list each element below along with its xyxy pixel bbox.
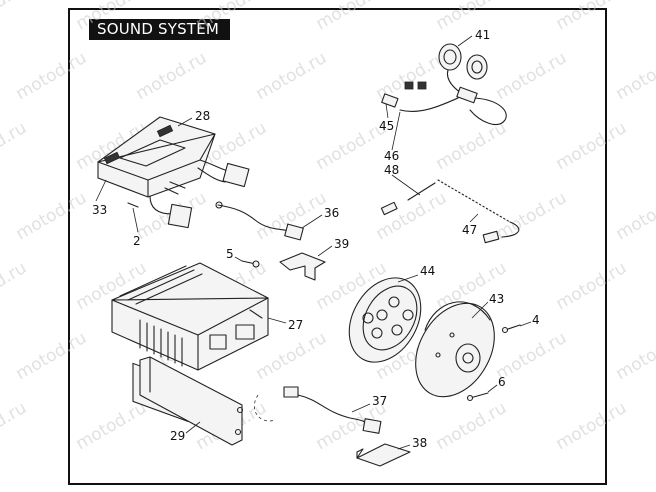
watermark-text: motod.ru	[73, 0, 151, 34]
callout-2: 2	[133, 234, 141, 248]
callout-39: 39	[334, 237, 349, 251]
watermark-text: motod.ru	[253, 48, 331, 104]
callout-41: 41	[475, 28, 490, 42]
callout-43: 43	[489, 292, 504, 306]
part-bracket-38	[356, 443, 411, 467]
callout-labels: 41 45 46 48 47 28 33 2 36 5 39 44 43 4 2…	[92, 28, 540, 450]
watermark-text: motod.ru	[433, 0, 511, 34]
watermark-text: motod.ru	[0, 398, 30, 454]
callout-28: 28	[195, 109, 210, 123]
part-screw-6	[466, 392, 489, 402]
callout-29: 29	[170, 429, 185, 443]
watermark-text: motod.ru	[13, 188, 91, 244]
watermark-text: motod.ru	[553, 258, 631, 314]
callout-33: 33	[92, 203, 107, 217]
part-screw-4	[501, 324, 521, 334]
callout-6: 6	[498, 375, 506, 389]
part-speaker	[348, 277, 422, 363]
callout-27: 27	[288, 318, 303, 332]
callout-44: 44	[420, 264, 435, 278]
watermark-text: motod.ru	[613, 188, 656, 244]
part-screw-5	[241, 260, 260, 268]
callout-38: 38	[412, 436, 427, 450]
callout-4: 4	[532, 313, 540, 327]
watermark-text: motod.ru	[613, 48, 656, 104]
watermark-text: motod.ru	[0, 0, 30, 34]
callout-5: 5	[226, 247, 234, 261]
callout-36: 36	[324, 206, 339, 220]
part-antenna-cable	[215, 201, 304, 241]
part-clip-39	[279, 252, 326, 281]
watermark-text: motod.ru	[553, 118, 631, 174]
watermark-text: motod.ru	[0, 118, 30, 174]
leader-lines	[95, 35, 532, 450]
watermark-text: motod.ru	[553, 0, 631, 34]
watermark-text: motod.ru	[553, 398, 631, 454]
watermark-text: motod.ru	[0, 258, 30, 314]
watermark-text: motod.ru	[493, 48, 571, 104]
watermark-text: motod.ru	[313, 0, 391, 34]
callout-47: 47	[462, 223, 477, 237]
part-mounting-plate	[139, 356, 244, 446]
diagram-title: SOUND SYSTEM	[89, 19, 230, 40]
part-speaker-housing	[415, 301, 495, 398]
watermark-text: motod.ru	[493, 188, 571, 244]
watermark-text: motod.ru	[193, 0, 271, 34]
part-cable-37	[253, 386, 382, 434]
watermark-text: motod.ru	[13, 328, 91, 384]
watermark-text: motod.ru	[133, 48, 211, 104]
watermark-text: motod.ru	[433, 398, 511, 454]
callout-45: 45	[379, 119, 394, 133]
watermark-text: motod.ru	[373, 188, 451, 244]
part-headset-harness	[380, 43, 520, 244]
watermark-layer: motod.ru motod.ru motod.ru motod.ru motod.ru…	[0, 0, 656, 454]
watermark-text: motod.ru	[73, 398, 151, 454]
callout-46: 46	[384, 149, 399, 163]
part-radio-unit	[97, 116, 250, 229]
watermark-text: motod.ru	[613, 328, 656, 384]
watermark-text: motod.ru	[13, 48, 91, 104]
callout-48: 48	[384, 163, 399, 177]
watermark-text: motod.ru	[433, 118, 511, 174]
callout-37: 37	[372, 394, 387, 408]
